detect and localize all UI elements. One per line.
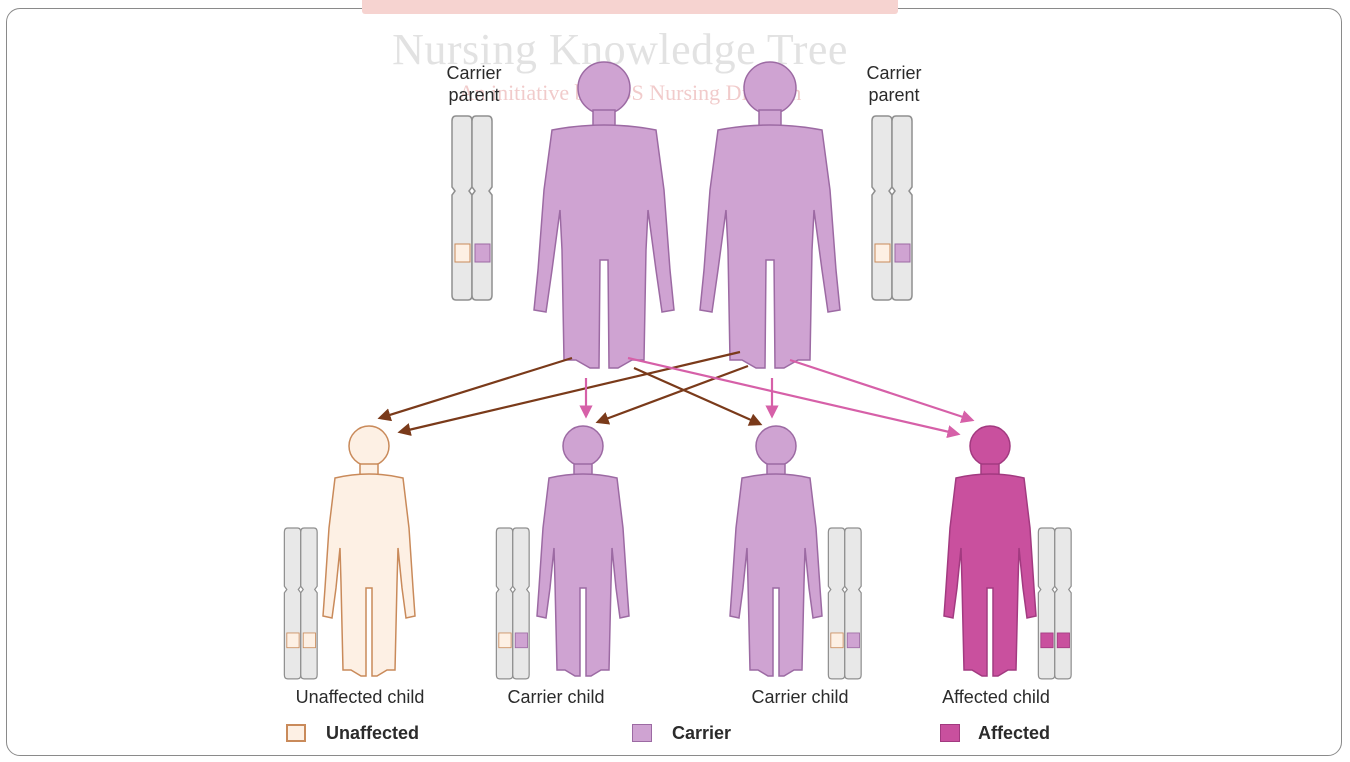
affected-child-chromosome-pair — [1038, 528, 1071, 679]
unaffected-child-chromosome-pair — [284, 528, 317, 679]
left-parent-label-line2: parent — [432, 84, 516, 106]
recessive-allele-band — [895, 244, 910, 262]
right-parent-label: Carrier parent — [852, 62, 936, 106]
carrier-child-2-figure — [730, 426, 822, 676]
carrier-child-2-chromosome-pair — [828, 528, 861, 679]
father-figure — [534, 62, 674, 368]
affected-child-label: Affected child — [926, 686, 1066, 708]
right-parent-label-line1: Carrier — [852, 62, 936, 84]
mother-figure — [700, 62, 840, 368]
recessive-allele-band — [475, 244, 490, 262]
left-parent-label: Carrier parent — [432, 62, 516, 106]
carrier-child-1-chromosome-pair — [496, 528, 529, 679]
inheritance-arrows — [380, 352, 972, 434]
arrow-father-normal-to-carrier — [634, 368, 760, 424]
unaffected-child-figure — [323, 426, 415, 676]
arrow-father-recessive-to-affected — [628, 358, 958, 434]
arrow-mother-recessive-to-affected — [790, 360, 972, 420]
left-parent-label-line1: Carrier — [432, 62, 516, 84]
carrier-child-1-figure — [537, 426, 629, 676]
right-parent-label-line2: parent — [852, 84, 936, 106]
normal-allele-band — [875, 244, 890, 262]
left-parent-chromosome-pair — [452, 116, 492, 300]
legend-carrier-swatch — [632, 724, 652, 742]
legend-carrier-label: Carrier — [672, 723, 731, 744]
normal-allele-band — [455, 244, 470, 262]
unaffected-child-label: Unaffected child — [270, 686, 450, 708]
legend-affected-swatch — [940, 724, 960, 742]
carrier-child-2-label: Carrier child — [720, 686, 880, 708]
affected-child-figure — [944, 426, 1036, 676]
carrier-child-1-label: Carrier child — [476, 686, 636, 708]
arrow-father-normal-to-unaffected — [380, 358, 572, 418]
right-parent-chromosome-pair — [872, 116, 912, 300]
arrow-mother-normal-to-carrier — [598, 366, 748, 422]
legend-unaffected-swatch — [286, 724, 306, 742]
legend-unaffected-label: Unaffected — [326, 723, 419, 744]
legend-affected-label: Affected — [978, 723, 1050, 744]
